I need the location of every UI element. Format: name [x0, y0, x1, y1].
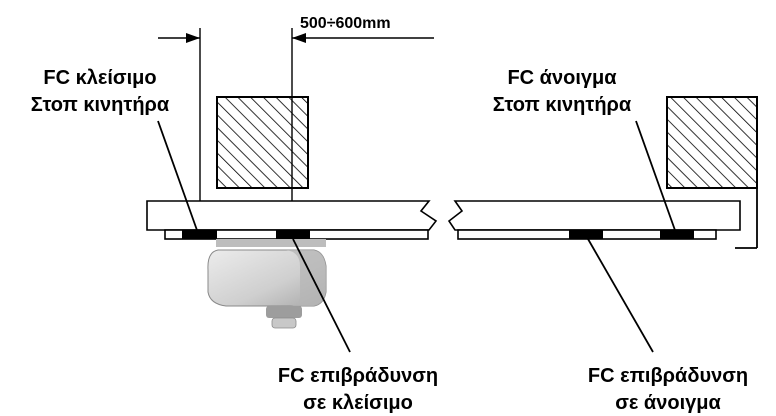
label-slow-open-line1: FC επιβράδυνση	[588, 365, 748, 387]
dimension-arrow-right	[292, 33, 306, 43]
motor-top-plate	[216, 239, 326, 247]
label-fc-close-stop: FC κλείσιμο Στοπ κινητήρα	[31, 67, 170, 116]
motor-release-knob	[266, 306, 302, 318]
limit-magnet-close-stop	[182, 230, 217, 239]
left-gate-post	[216, 96, 309, 189]
motor-side-shade	[286, 250, 326, 306]
leader-fc-close-stop	[157, 120, 199, 234]
right-gate-post	[666, 96, 758, 189]
limit-magnet-close-slowdown	[276, 230, 310, 239]
label-fc-open-line1: FC άνοιγμα	[507, 67, 617, 89]
leader-lines	[157, 120, 677, 353]
dimension-text: 500÷600mm	[300, 15, 391, 32]
label-fc-close-line1: FC κλείσιμο	[43, 67, 156, 89]
leader-fc-open-stop	[635, 120, 677, 234]
leader-fc-slow-open	[587, 238, 654, 353]
label-fc-open-stop: FC άνοιγμα Στοπ κινητήρα	[493, 67, 632, 116]
label-slow-close-line2: σε κλείσιμο	[303, 392, 413, 414]
gate-motor	[207, 239, 327, 329]
leader-fc-slow-close	[292, 238, 351, 353]
label-fc-slow-close: FC επιβράδυνση σε κλείσιμο	[278, 365, 438, 414]
motor-release-cap	[271, 317, 297, 329]
label-fc-slow-open: FC επιβράδυνση σε άνοιγμα	[588, 365, 748, 414]
label-slow-open-line2: σε άνοιγμα	[615, 392, 721, 414]
label-fc-close-line2: Στοπ κινητήρα	[31, 94, 170, 116]
limit-magnet-open-stop	[660, 230, 694, 239]
dimension-arrow-left	[186, 33, 200, 43]
limit-magnet-open-slowdown	[569, 230, 603, 239]
label-fc-open-line2: Στοπ κινητήρα	[493, 94, 632, 116]
label-slow-close-line1: FC επιβράδυνση	[278, 365, 438, 387]
